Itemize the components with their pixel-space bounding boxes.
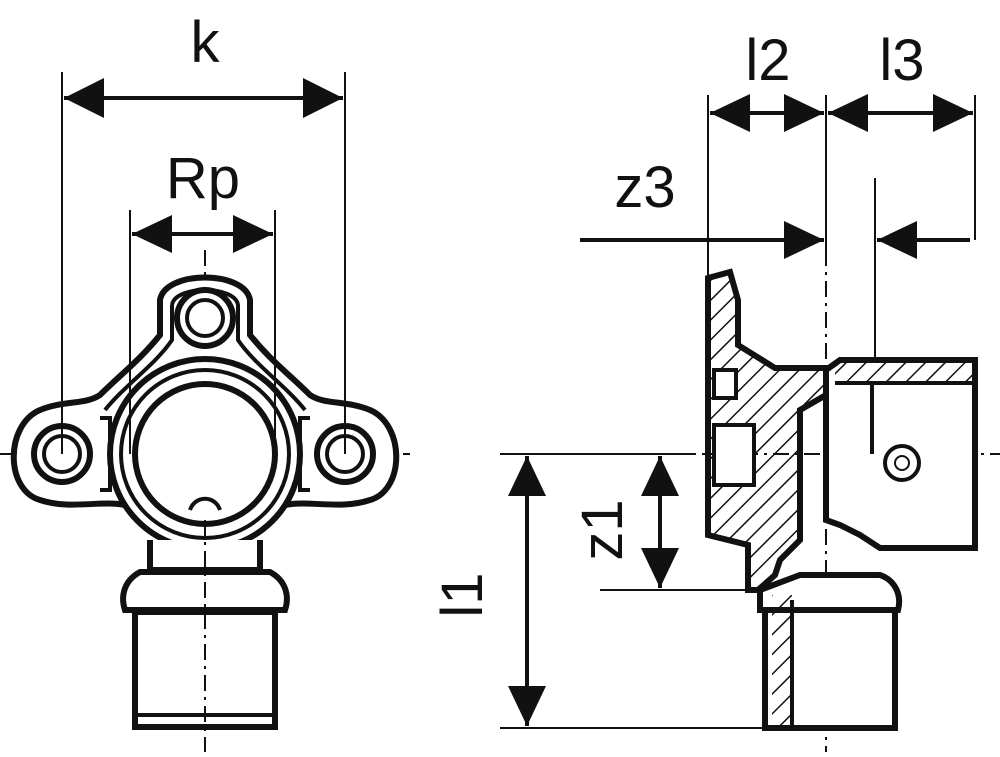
l3-label: l3 — [879, 28, 924, 93]
l1-arrow-bottom — [508, 686, 546, 726]
z1-arrow-bottom — [641, 548, 679, 588]
k-label: k — [191, 10, 221, 75]
l2-arrow-left — [710, 94, 750, 132]
front-view — [0, 250, 410, 752]
l2-label: l2 — [745, 28, 790, 93]
side-view — [680, 250, 1000, 752]
l2-arrow-right — [784, 94, 824, 132]
left-rib — [100, 416, 112, 492]
rp-arrow-left — [132, 215, 172, 253]
bore-notch — [188, 496, 222, 511]
side-sleeve-hatch — [772, 595, 792, 725]
front-dimensions: k Rp — [61, 10, 346, 454]
k-arrow-left — [64, 78, 104, 118]
rp-arrow-right — [233, 215, 273, 253]
z3-label: z3 — [614, 155, 675, 220]
k-arrow-right — [303, 78, 343, 118]
threaded-socket — [823, 357, 978, 551]
z3-arrow-right — [784, 221, 824, 259]
l1-arrow-top — [508, 456, 546, 496]
plate-lug-mid — [712, 423, 756, 487]
socket-thread-hatch — [835, 363, 973, 383]
top-screw-hole-inner — [185, 298, 225, 338]
threaded-bore — [132, 381, 278, 527]
z3-arrow-left — [877, 221, 917, 259]
rp-label: Rp — [166, 146, 240, 211]
socket-port-inner — [894, 455, 910, 471]
z1-label: z1 — [570, 499, 635, 560]
l1-label: l1 — [430, 572, 495, 617]
z1-arrow-top — [641, 456, 679, 496]
plate-lug-top — [712, 368, 738, 400]
side-dimensions: l2 l3 z3 l1 z1 — [430, 28, 976, 729]
side-press-collar — [757, 572, 902, 613]
right-rib — [298, 416, 310, 492]
l3-arrow-left — [828, 94, 868, 132]
l3-arrow-right — [933, 94, 973, 132]
mounting-plate-inner-contour — [103, 288, 307, 412]
central-boss-ring — [119, 368, 291, 540]
socket-port-outer — [883, 444, 921, 482]
wall-plate-section — [705, 268, 829, 593]
